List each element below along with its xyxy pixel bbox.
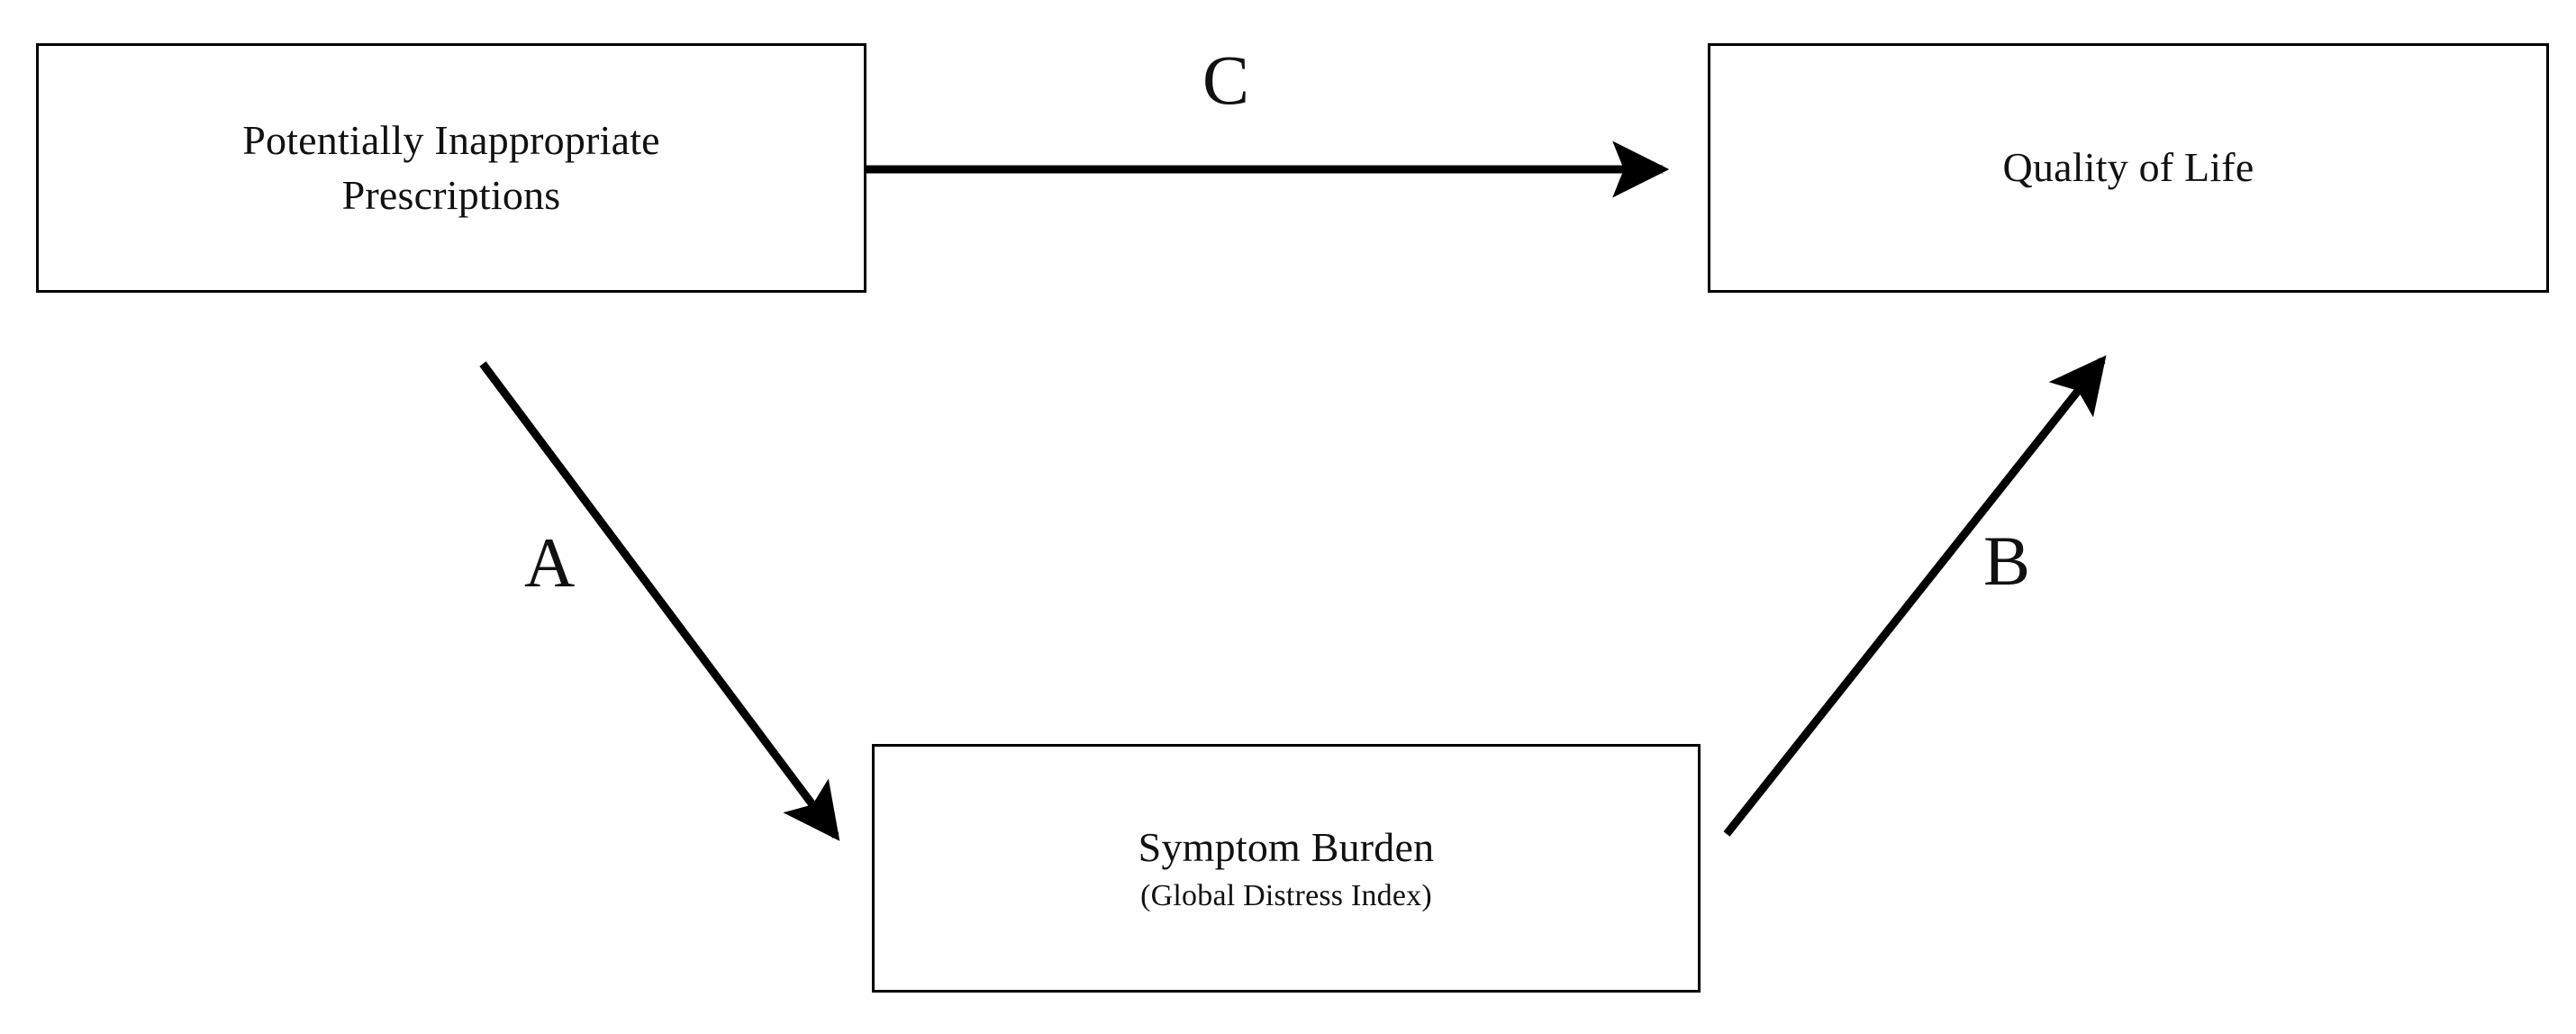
edge-label-a: A xyxy=(524,523,576,602)
node-potentially-inappropriate-prescriptions: Potentially Inappropriate Prescriptions xyxy=(36,43,866,293)
node-symptom-burden: Symptom Burden (Global Distress Index) xyxy=(872,744,1701,993)
edge-label-b: B xyxy=(1983,522,2031,600)
node-label-primary: Symptom Burden xyxy=(1138,823,1435,870)
node-label-primary: Potentially Inappropriate Prescriptions xyxy=(242,116,660,218)
node-label-secondary: (Global Distress Index) xyxy=(1140,879,1432,913)
node-label-primary: Quality of Life xyxy=(2002,144,2254,191)
edge-label-c: C xyxy=(1202,41,1250,119)
edge-path-b-arrow xyxy=(1723,355,2107,837)
node-quality-of-life: Quality of Life xyxy=(1708,43,2549,293)
